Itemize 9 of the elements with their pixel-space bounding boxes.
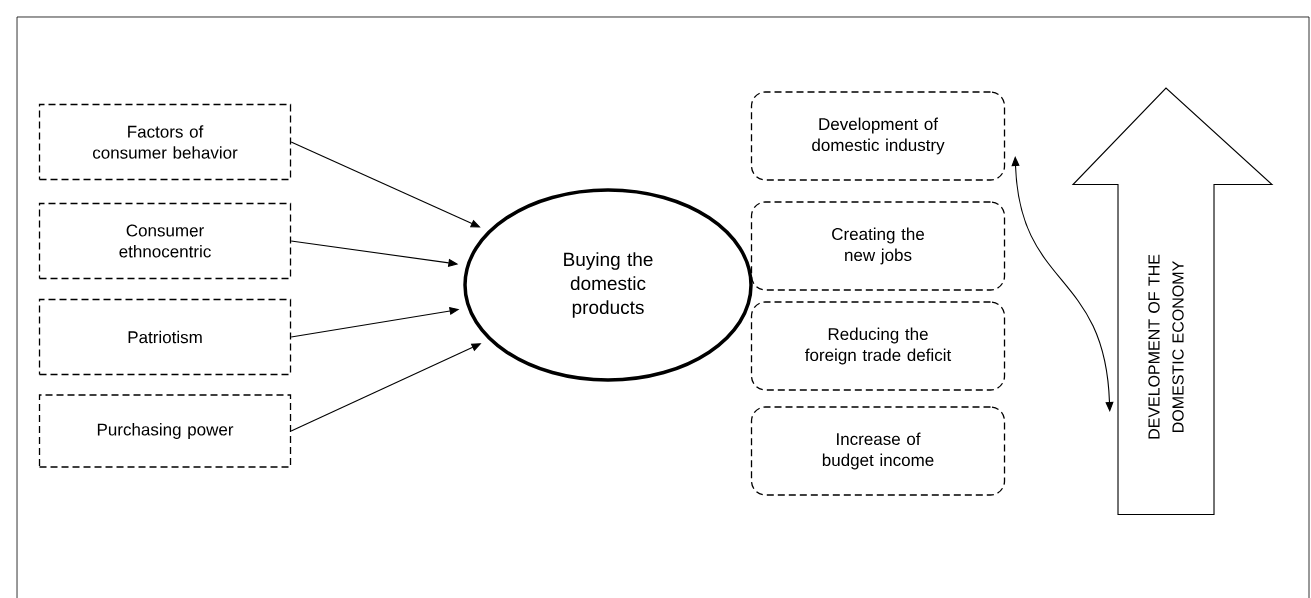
dashed-box: Patriotism [38,298,292,376]
arrow [1011,156,1114,412]
rounded-dashed-box: Development of domestic industry [750,91,1006,181]
dashed-box: Factors of consumer behavior [38,103,292,181]
rounded-dashed-box: Creating the new jobs [750,201,1006,291]
rounded-dashed-box: Increase of budget income [750,406,1006,496]
rounded-dashed-box: Reducing the foreign trade deficit [750,301,1006,391]
dashed-box: Consumer ethnocentric [38,202,292,280]
dashed-box: Purchasing power [38,394,292,468]
